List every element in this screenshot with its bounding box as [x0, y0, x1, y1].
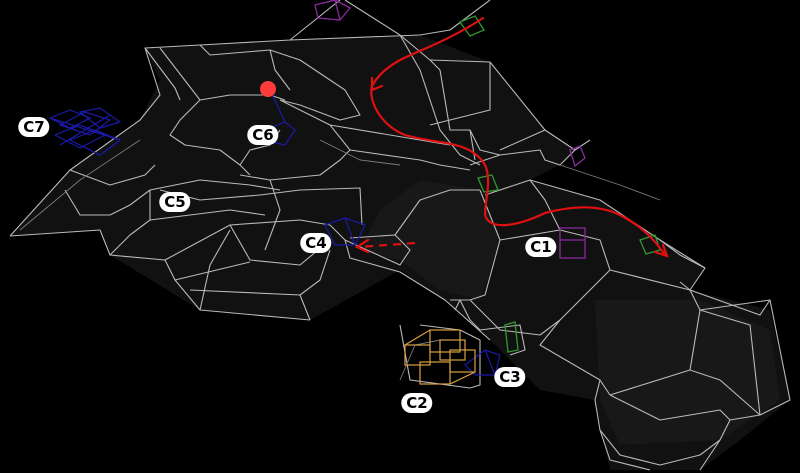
- camera-frustum-c2: [404, 329, 476, 385]
- camera-label-c5[interactable]: C5: [159, 192, 191, 212]
- floor-surfaces: [10, 35, 790, 470]
- camera-label-c1[interactable]: C1: [525, 237, 557, 257]
- camera-label-c2[interactable]: C2: [401, 393, 433, 413]
- trajectory-path: [370, 16, 667, 257]
- camera-frustum-purple-top: [314, 0, 352, 21]
- camera-label-c3[interactable]: C3: [494, 367, 526, 387]
- trajectory-arrowheads: [354, 76, 669, 258]
- camera-label-c6[interactable]: C6: [247, 125, 279, 145]
- camera-label-c7[interactable]: C7: [18, 117, 50, 137]
- camera-frustum-c1: [559, 227, 586, 259]
- start-marker-dot: [260, 81, 276, 97]
- trajectory-dashed-segment: [357, 241, 416, 249]
- camera-frustum-c7: [48, 107, 122, 156]
- wireframe-lines: [9, 0, 791, 471]
- camera-frustum-c4: [324, 217, 366, 246]
- camera-frustum-purple-right: [569, 145, 586, 168]
- camera-frustum-green-top: [458, 15, 485, 37]
- camera-label-c4[interactable]: C4: [300, 233, 332, 253]
- camera-frustum-green-bottom: [504, 321, 519, 353]
